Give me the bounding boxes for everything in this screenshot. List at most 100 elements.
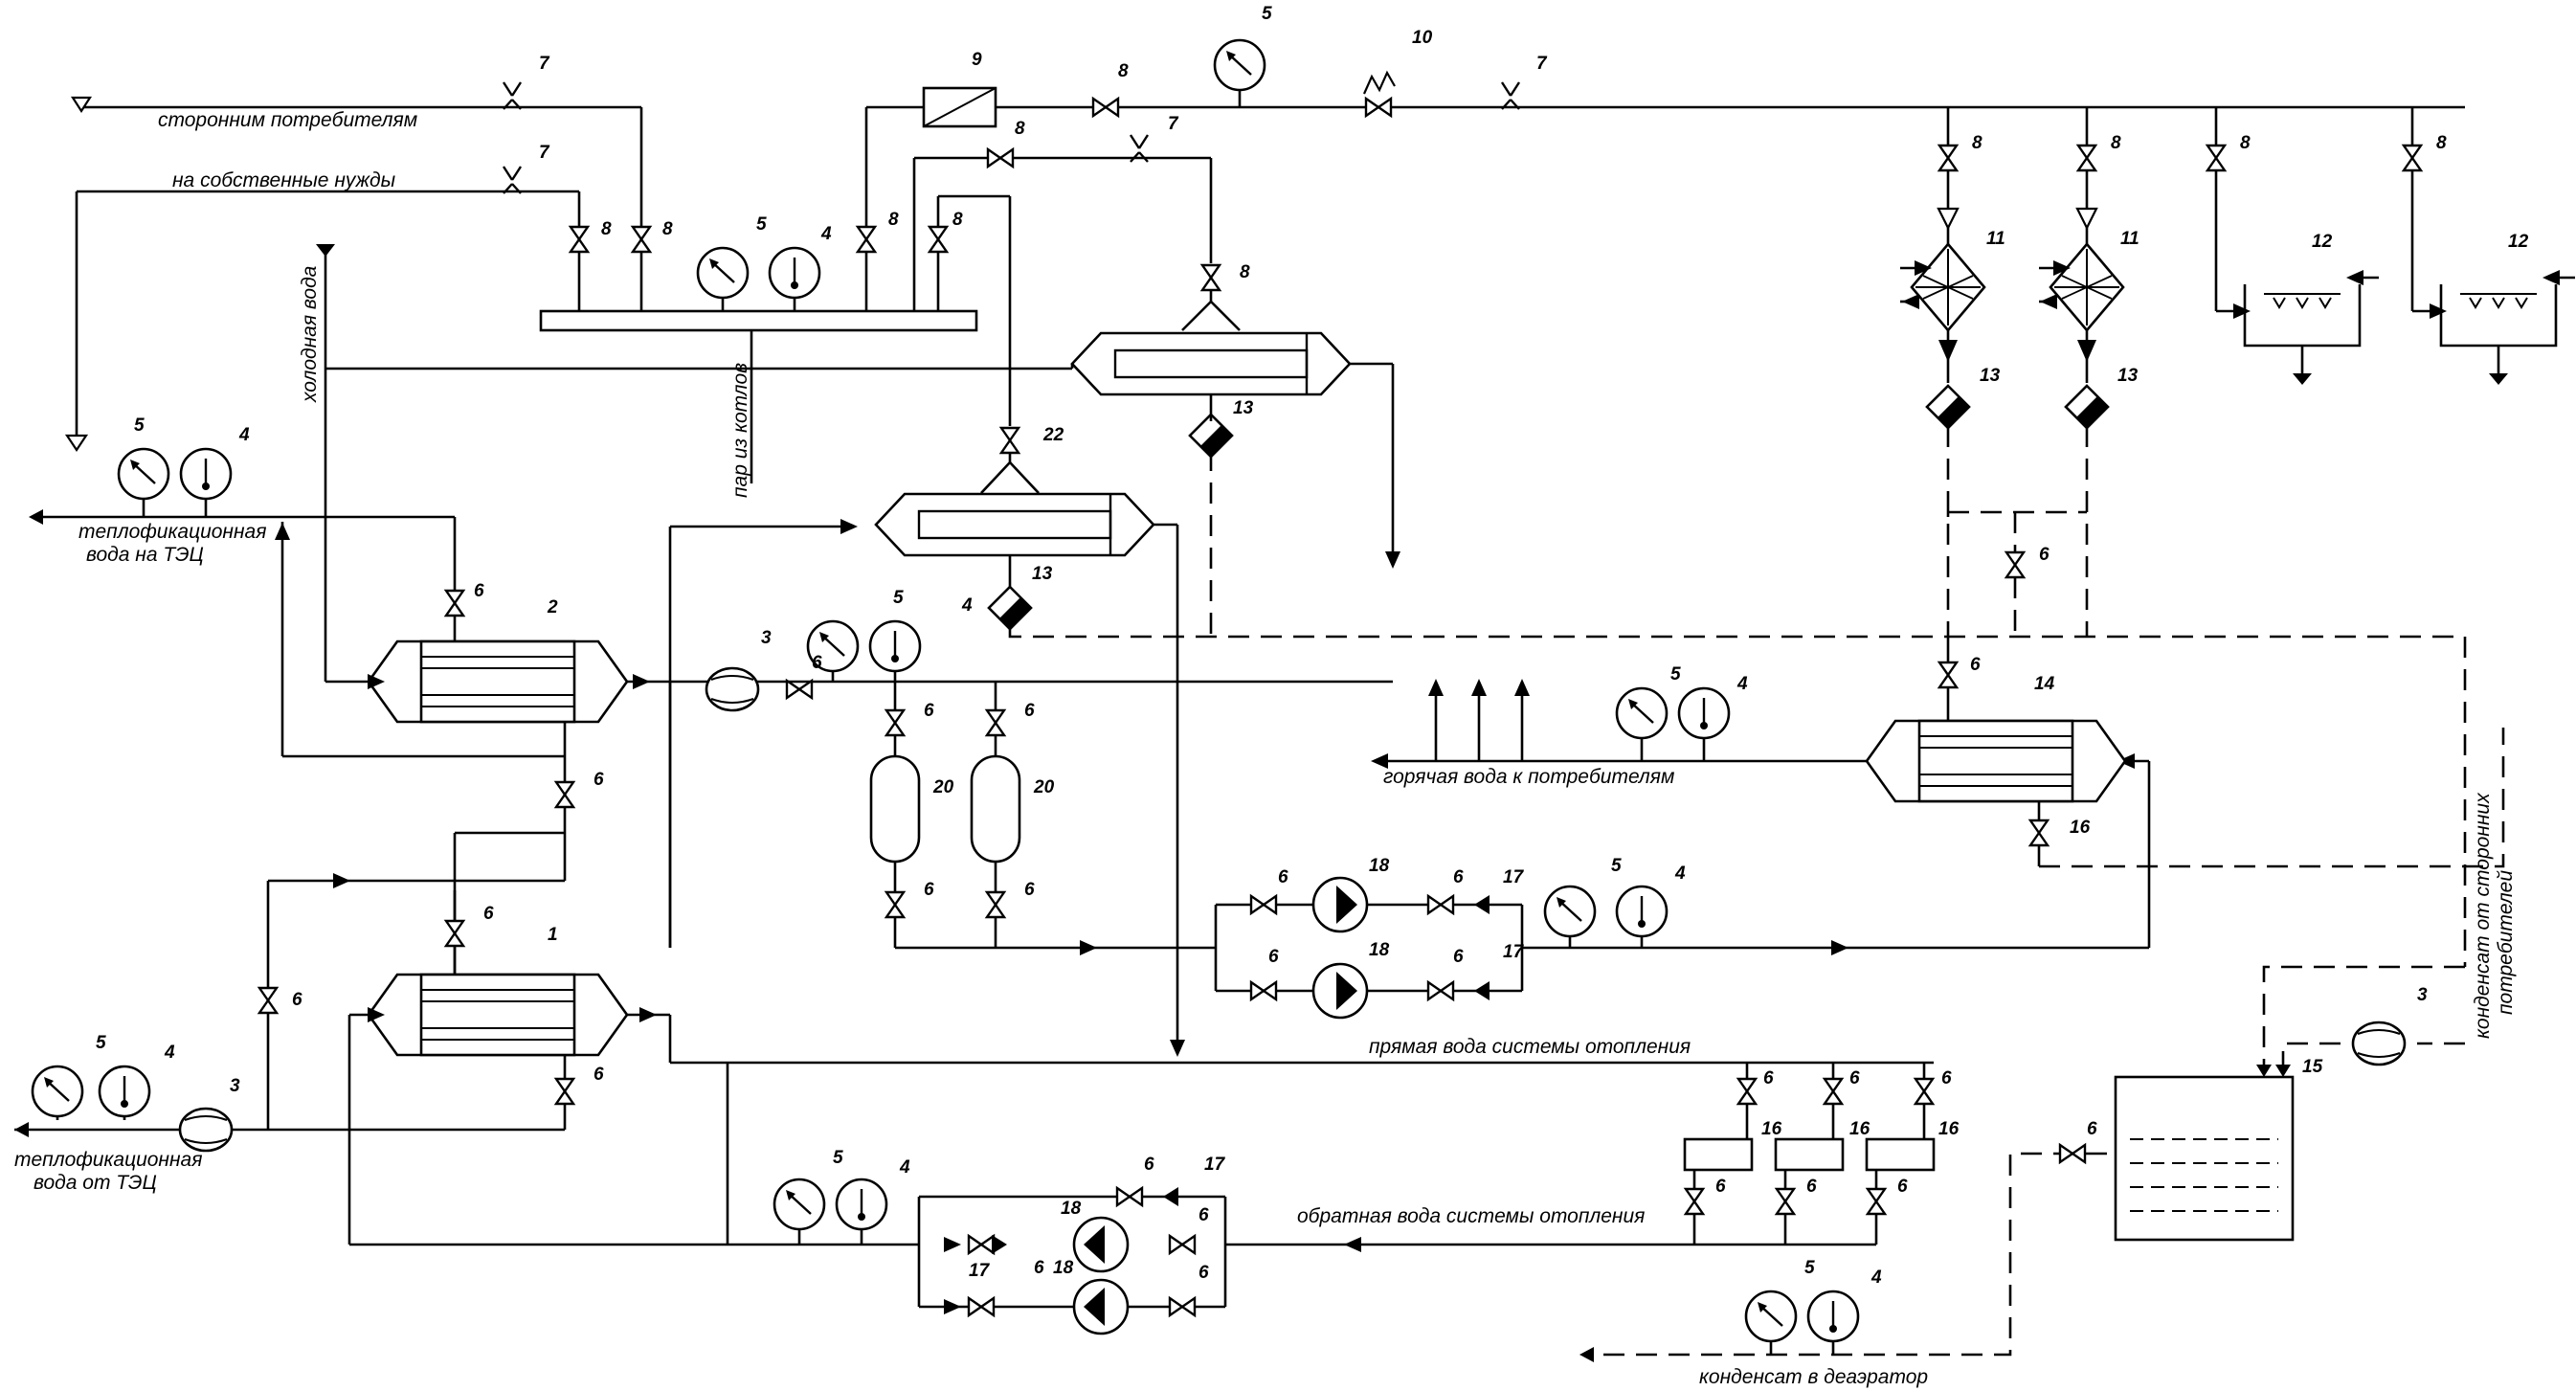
valve-icon[interactable] (1938, 661, 1959, 689)
valve-icon[interactable] (967, 1296, 996, 1317)
valve-icon[interactable] (1249, 894, 1278, 915)
num-7: 7 (539, 54, 550, 74)
orifice-icon (1500, 80, 1521, 111)
pump-18 (1311, 962, 1369, 1020)
valve-icon[interactable] (1736, 1077, 1758, 1106)
position-numbers: 7 7 7 7 9 8 5 10 8 8 8 8 8 5 4 8 13 22 1… (96, 4, 2529, 1288)
valve-icon[interactable] (1091, 97, 1120, 118)
valve-icon[interactable] (554, 1077, 575, 1106)
valve-icon[interactable] (1914, 1077, 1935, 1106)
valve-icon-16[interactable] (2028, 819, 2050, 847)
valve-icon[interactable] (2005, 550, 2026, 579)
num-7: 7 (539, 143, 550, 163)
num-16: 16 (2070, 818, 2091, 838)
num-4: 4 (899, 1157, 910, 1178)
num-9: 9 (972, 50, 982, 70)
thermometer-icon (1615, 885, 1669, 938)
valve-icon[interactable] (554, 780, 575, 809)
num-14: 14 (2034, 674, 2055, 694)
valve-icon[interactable] (2058, 1143, 2087, 1164)
num-12: 12 (2508, 232, 2529, 252)
check-valve-17 (992, 1235, 1007, 1254)
valve-icon[interactable] (1168, 1296, 1197, 1317)
valve-icon[interactable] (1426, 894, 1455, 915)
valve-icon[interactable] (258, 986, 279, 1015)
label-condensate-third-party-2: потребителей (2495, 870, 2517, 1015)
valve-icon[interactable] (985, 890, 1006, 919)
thermometer-icon (768, 246, 821, 300)
valve-icon[interactable] (2402, 144, 2423, 172)
label-condensate-third-party-1: конденсат от сторонних (2472, 792, 2494, 1039)
thermometer-icon (868, 619, 922, 673)
valve-icon[interactable] (1938, 144, 1959, 172)
valve-icon[interactable] (1775, 1187, 1796, 1216)
heater-11 (1910, 242, 1986, 332)
manometer-icon (31, 1065, 84, 1118)
num-11: 11 (2120, 229, 2139, 249)
num-6: 6 (1278, 867, 1288, 887)
num-3: 3 (230, 1076, 240, 1096)
valve-icon[interactable] (444, 589, 465, 617)
num-17: 17 (1503, 867, 1525, 887)
num-6: 6 (1763, 1068, 1774, 1088)
num-6: 6 (1268, 947, 1279, 967)
num-13: 13 (1032, 564, 1053, 584)
num-8: 8 (662, 219, 673, 239)
num-6: 6 (924, 880, 934, 900)
num-6: 6 (483, 904, 494, 924)
num-8: 8 (601, 219, 612, 239)
manometer-icon (1615, 686, 1669, 740)
valve-icon[interactable] (885, 890, 906, 919)
num-13: 13 (2117, 366, 2139, 386)
num-4: 4 (1674, 864, 1686, 884)
valve-icon[interactable] (2076, 144, 2097, 172)
valve-icon[interactable] (2206, 144, 2227, 172)
num-5: 5 (893, 588, 904, 608)
condensate-lines (1008, 426, 2505, 1357)
valve-icon[interactable] (856, 225, 877, 254)
thermometer-icon (98, 1065, 151, 1118)
valve-icon[interactable] (1200, 263, 1221, 292)
num-6: 6 (1849, 1068, 1860, 1088)
num-6: 6 (1024, 701, 1035, 721)
num-8: 8 (1015, 119, 1025, 139)
valve-icon[interactable] (999, 426, 1020, 455)
valve-icon[interactable] (1684, 1187, 1705, 1216)
num-12: 12 (2312, 232, 2333, 252)
valve-icon[interactable] (1249, 980, 1278, 1001)
num-18: 18 (1369, 940, 1390, 960)
valve-icon[interactable] (631, 225, 652, 254)
pump-18 (1072, 1278, 1130, 1335)
num-6: 6 (1715, 1177, 1726, 1197)
valve-icon[interactable] (1168, 1234, 1197, 1255)
num-6: 6 (474, 581, 484, 601)
valve-icon[interactable] (444, 919, 465, 948)
check-valve-17 (1163, 1187, 1178, 1206)
valve-icon[interactable] (569, 225, 590, 254)
valve-icon[interactable] (986, 147, 1015, 168)
valve-icon[interactable] (1823, 1077, 1844, 1106)
thermometer-icon (1806, 1290, 1860, 1343)
valve-icon[interactable] (1866, 1187, 1887, 1216)
valve-icon[interactable] (928, 225, 949, 254)
valve-icon[interactable] (967, 1234, 996, 1255)
num-13: 13 (1233, 398, 1254, 418)
num-8: 8 (2436, 133, 2447, 153)
steam-water-heater-22 (874, 492, 1155, 557)
valve-icon[interactable] (785, 679, 814, 700)
label-return-heating-water: обратная вода системы отопления (1297, 1205, 1645, 1227)
valve-icon[interactable] (885, 708, 906, 737)
heat-exchanger-2 (367, 639, 629, 724)
num-20: 20 (932, 777, 954, 797)
num-3: 3 (2417, 985, 2428, 1005)
unit-16 (1683, 1137, 1754, 1172)
valve-icon[interactable] (1426, 980, 1455, 1001)
manometer-icon (773, 1178, 826, 1231)
reducing-valve-10[interactable] (1362, 70, 1396, 118)
pump-18 (1311, 876, 1369, 933)
label-hot-water-consumers: горячая вода к потребителям (1383, 766, 1674, 788)
valve-icon[interactable] (1115, 1186, 1144, 1207)
manometer-icon (696, 246, 750, 300)
valve-icon[interactable] (985, 708, 1006, 737)
num-6: 6 (1453, 867, 1464, 887)
